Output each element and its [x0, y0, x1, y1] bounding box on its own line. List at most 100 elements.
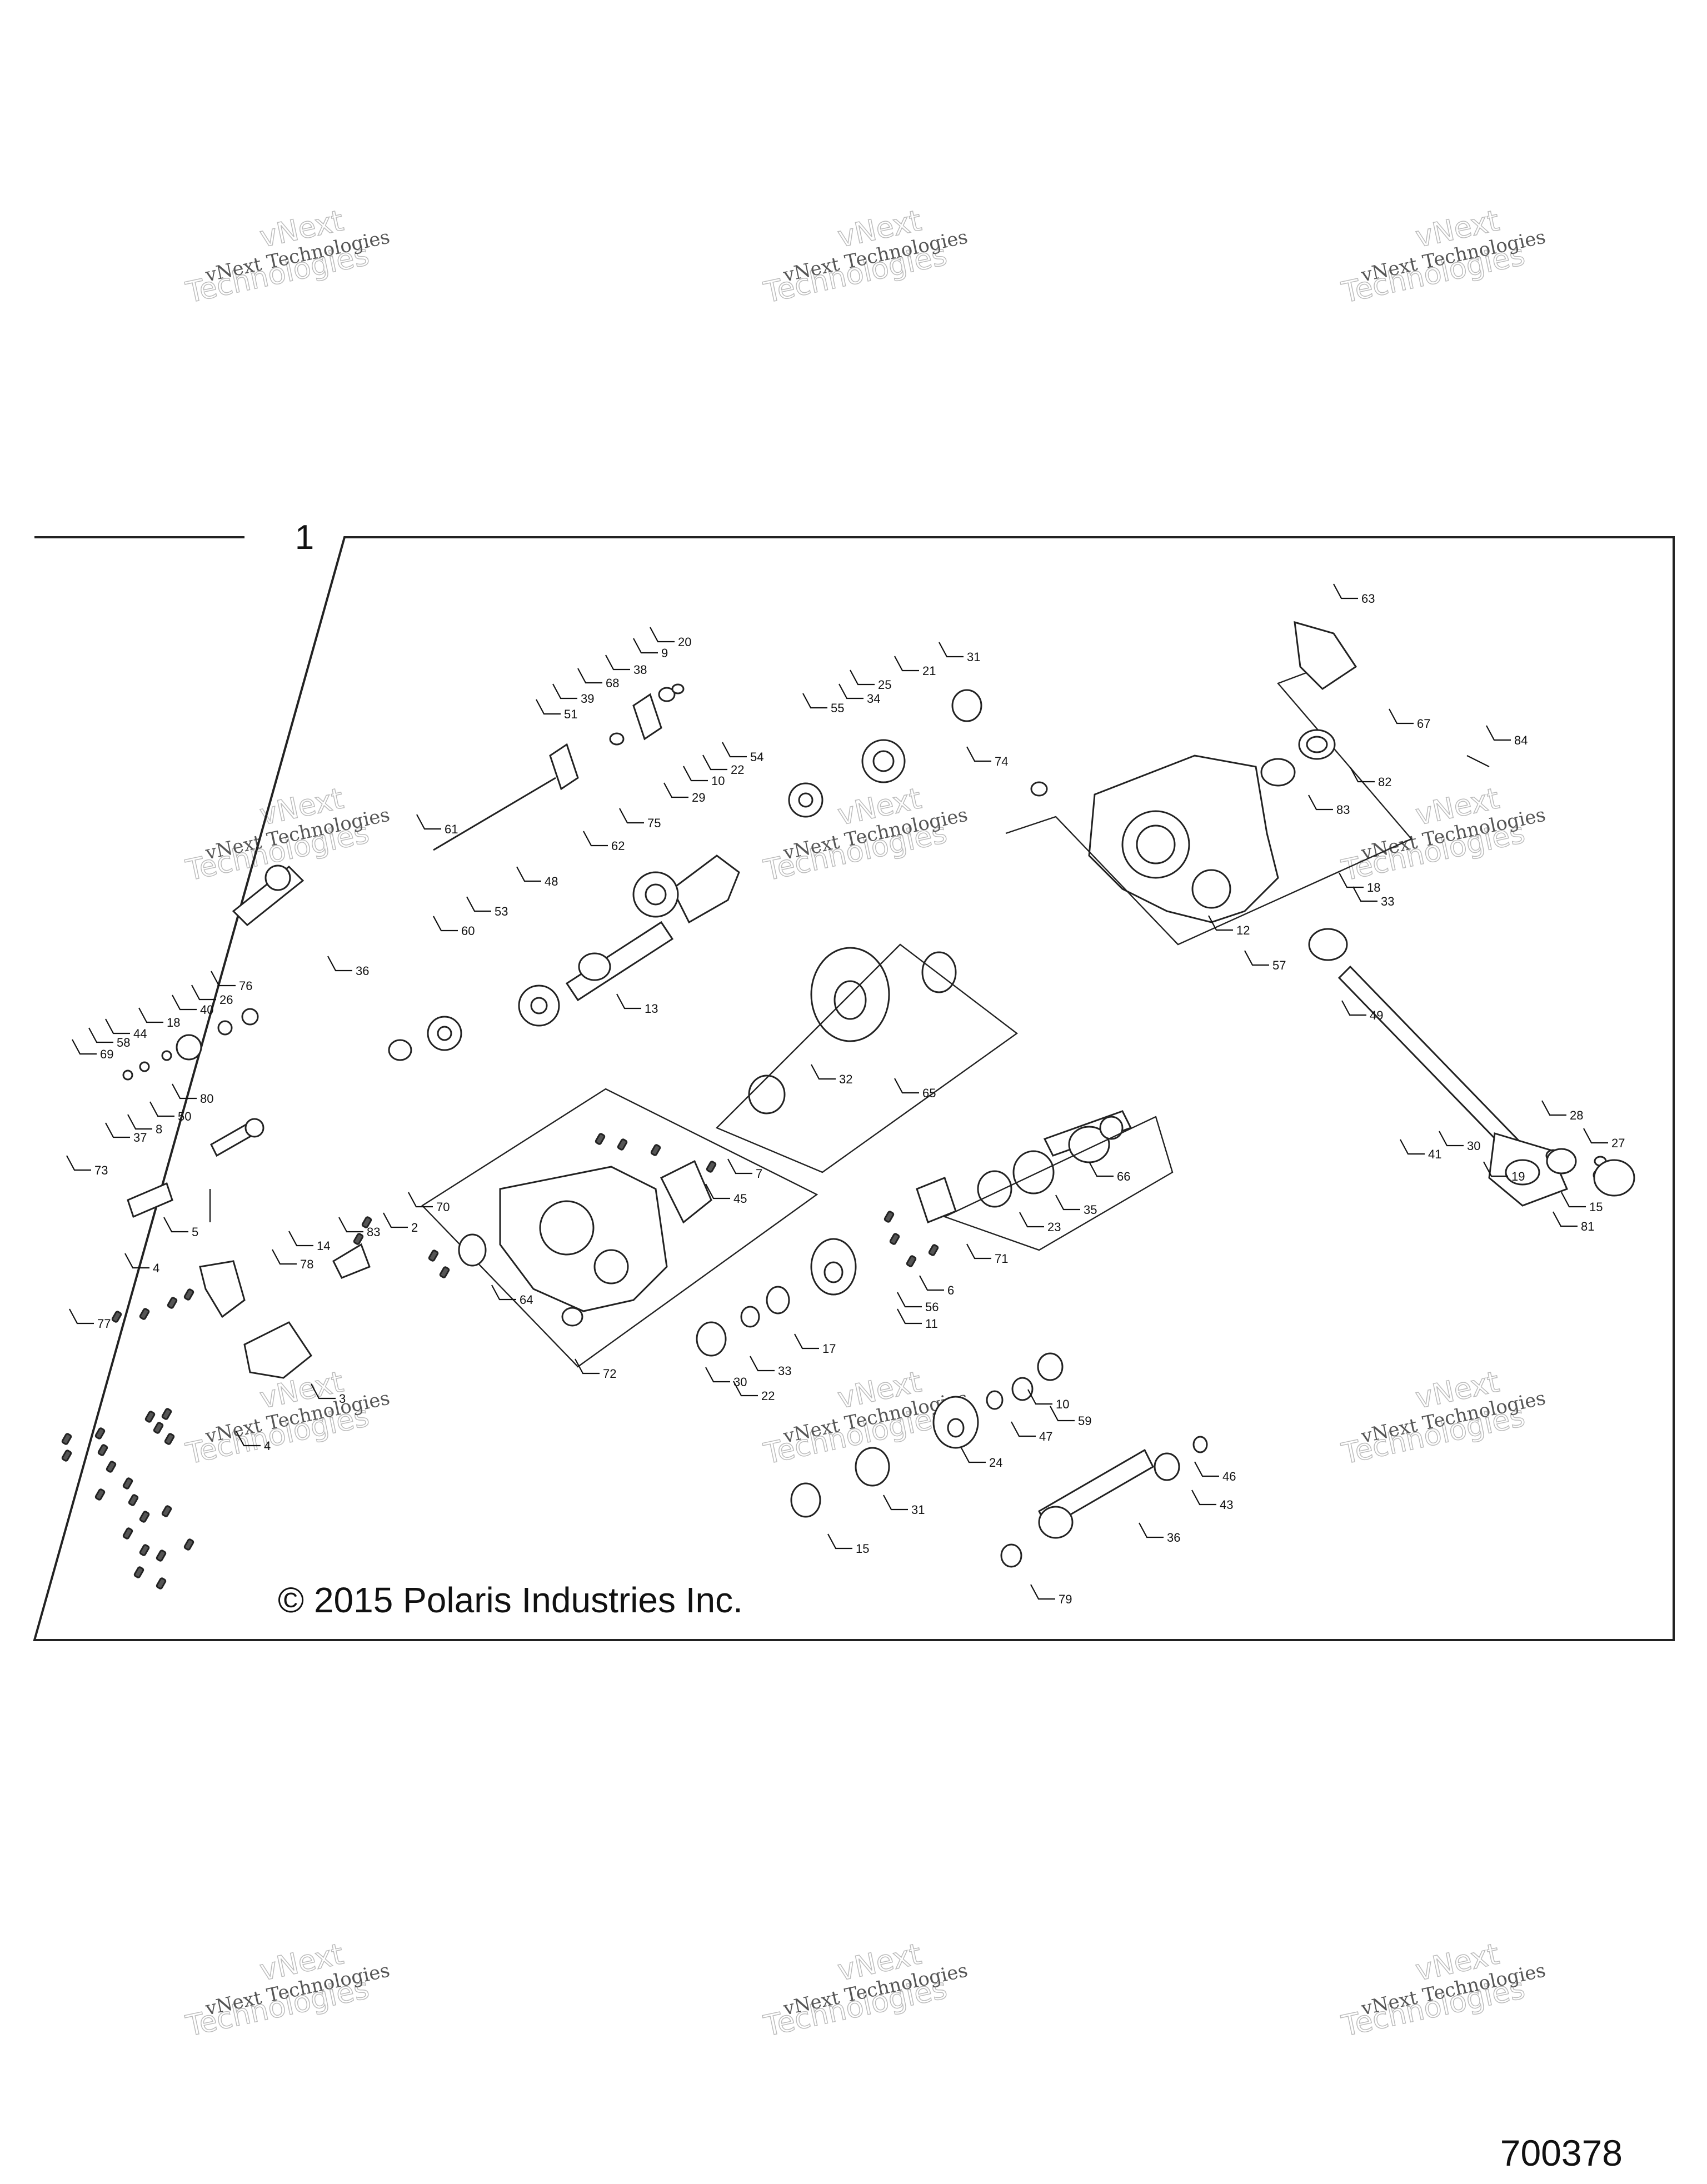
- callout-label: 73: [94, 1163, 108, 1177]
- bolt-icon: [94, 1427, 106, 1440]
- callout-leader: [466, 896, 491, 912]
- callout-leader: [416, 814, 441, 830]
- callout-label: 10: [711, 774, 725, 788]
- callout-label: 58: [117, 1036, 130, 1049]
- gear-53: [518, 984, 560, 1027]
- gear-54: [788, 782, 823, 818]
- callout-label: 71: [995, 1252, 1008, 1266]
- callout-leader: [961, 1447, 986, 1463]
- callout-leader: [338, 1217, 363, 1233]
- callout-label: 18: [167, 1016, 180, 1029]
- callout-leader: [811, 1064, 836, 1080]
- bolt-icon: [122, 1527, 133, 1540]
- callout-label: 68: [606, 676, 619, 690]
- callout-leader: [516, 866, 541, 882]
- callout-leader: [575, 1358, 600, 1375]
- callout-leader: [1583, 1128, 1608, 1144]
- callout-label: 31: [967, 650, 980, 664]
- callout-leader: [1561, 1192, 1586, 1208]
- callout-label: 4: [153, 1261, 159, 1275]
- ring-17: [740, 1306, 760, 1328]
- callout-label: 32: [839, 1072, 852, 1086]
- callout-leader: [172, 994, 197, 1011]
- callout-leader: [1208, 915, 1233, 931]
- bolt-icon: [164, 1433, 175, 1445]
- callout-label: 57: [1272, 958, 1286, 972]
- callout-leader: [838, 683, 864, 699]
- callout-label: 38: [633, 663, 647, 677]
- bolt-icon: [156, 1550, 167, 1562]
- callout-label: 62: [611, 839, 625, 853]
- bearing-31-upper: [951, 689, 982, 722]
- callout-label: 36: [356, 964, 369, 978]
- callout-leader: [897, 1292, 922, 1308]
- bolt-icon: [106, 1461, 117, 1473]
- callout-label: 33: [778, 1364, 791, 1378]
- callout-leader: [663, 782, 688, 798]
- callout-leader: [124, 1253, 149, 1269]
- bearing-30-lower: [1037, 1352, 1064, 1381]
- callout-label: 29: [692, 791, 705, 804]
- bolt-icon: [706, 1161, 717, 1173]
- callout-label: 25: [878, 678, 891, 692]
- bolt-icon: [144, 1411, 156, 1423]
- callout-leader: [1191, 1490, 1216, 1506]
- bearing-32-left: [748, 1074, 786, 1115]
- callout-leader: [733, 1381, 758, 1397]
- ring-19: [1546, 1148, 1577, 1175]
- bolt-icon: [61, 1450, 72, 1462]
- callout-label: 9: [661, 646, 668, 660]
- callout-label: 49: [1370, 1008, 1383, 1022]
- callout-leader: [105, 1018, 130, 1034]
- breather-74: [1030, 781, 1048, 797]
- callout-leader: [66, 1155, 91, 1171]
- callout-leader: [105, 1122, 130, 1138]
- callout-label: 24: [989, 1456, 1002, 1470]
- callout-label: 51: [564, 707, 577, 721]
- callout-label: 69: [100, 1047, 113, 1061]
- callout-label: 15: [856, 1542, 869, 1556]
- callout-label: 41: [1428, 1147, 1441, 1161]
- bracket-50: [127, 1182, 173, 1218]
- callout-label: 33: [1381, 894, 1394, 908]
- bolt-icon: [139, 1511, 150, 1523]
- shaft-44: [210, 1118, 264, 1157]
- bolt-icon: [650, 1144, 661, 1156]
- callout-label: 21: [922, 664, 936, 678]
- bolt-icon: [97, 1444, 108, 1456]
- bolt-icon: [156, 1577, 167, 1590]
- callout-label: 82: [1378, 775, 1391, 789]
- callout-label: 17: [822, 1342, 836, 1356]
- callout-label: 23: [1047, 1220, 1061, 1234]
- callout-leader: [1308, 794, 1333, 811]
- callout-label: 63: [1361, 592, 1375, 606]
- callout-leader: [288, 1231, 313, 1247]
- callout-leader: [1194, 1461, 1219, 1477]
- bolt-icon: [353, 1233, 364, 1245]
- figure-number: 700378: [1500, 2132, 1623, 2173]
- callout-leader: [897, 1308, 922, 1325]
- callout-leader: [850, 669, 875, 686]
- part-84: [1466, 755, 1490, 767]
- bolt-icon: [139, 1308, 150, 1320]
- callout-leader: [1439, 1131, 1464, 1147]
- callout-leader: [966, 1243, 991, 1260]
- callout-leader: [272, 1249, 297, 1265]
- callout-label: 6: [947, 1283, 954, 1297]
- callout-leader: [616, 993, 641, 1009]
- copyright-notice: © 2015 Polaris Industries Inc.: [278, 1580, 743, 1620]
- callout-leader: [311, 1383, 336, 1400]
- bearing-32-right: [921, 951, 957, 993]
- bolt-icon: [128, 1494, 139, 1506]
- callout-leader: [802, 693, 827, 709]
- callout-label: 34: [867, 692, 880, 706]
- callout-leader: [1341, 1000, 1366, 1016]
- bolt-icon: [428, 1250, 439, 1262]
- bolt-icon: [111, 1311, 122, 1323]
- callout-label: 54: [750, 750, 763, 764]
